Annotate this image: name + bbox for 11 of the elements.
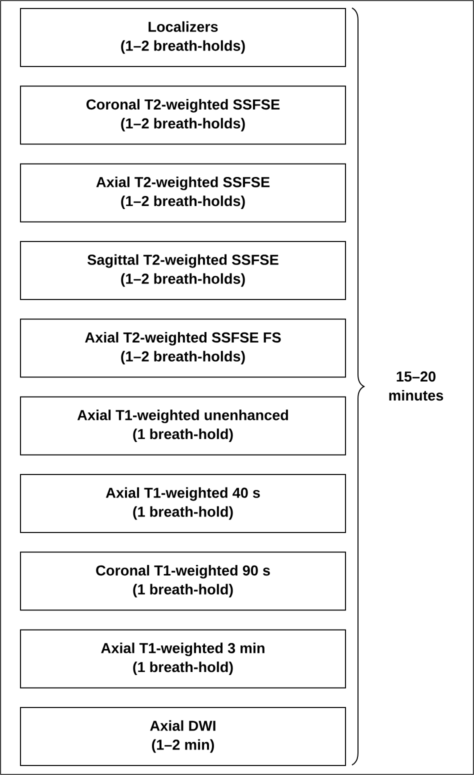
sequence-box: Axial T2-weighted SSFSE (1–2 breath-holds) <box>20 163 346 222</box>
sequence-box: Axial T1-weighted 40 s (1 breath-hold) <box>20 474 346 533</box>
sequence-box: Localizers (1–2 breath-holds) <box>20 8 346 67</box>
sequence-box: Coronal T1-weighted 90 s (1 breath-hold) <box>20 552 346 611</box>
duration-label: 15–20 minutes <box>389 371 444 401</box>
sequence-box: Axial T1-weighted 3 min (1 breath-hold) <box>20 629 346 688</box>
sequence-box: Sagittal T2-weighted SSFSE (1–2 breath-holds) <box>20 241 346 300</box>
sequence-box: Axial DWI (1–2 min) <box>20 707 346 766</box>
sequence-box: Coronal T2-weighted SSFSE (1–2 breath-holds) <box>20 86 346 145</box>
sequence-box: Axial T1-weighted unenhanced (1 breath-hold) <box>20 396 346 456</box>
sequence-box: Axial T2-weighted SSFSE FS (1–2 breath-holds) <box>20 318 346 378</box>
